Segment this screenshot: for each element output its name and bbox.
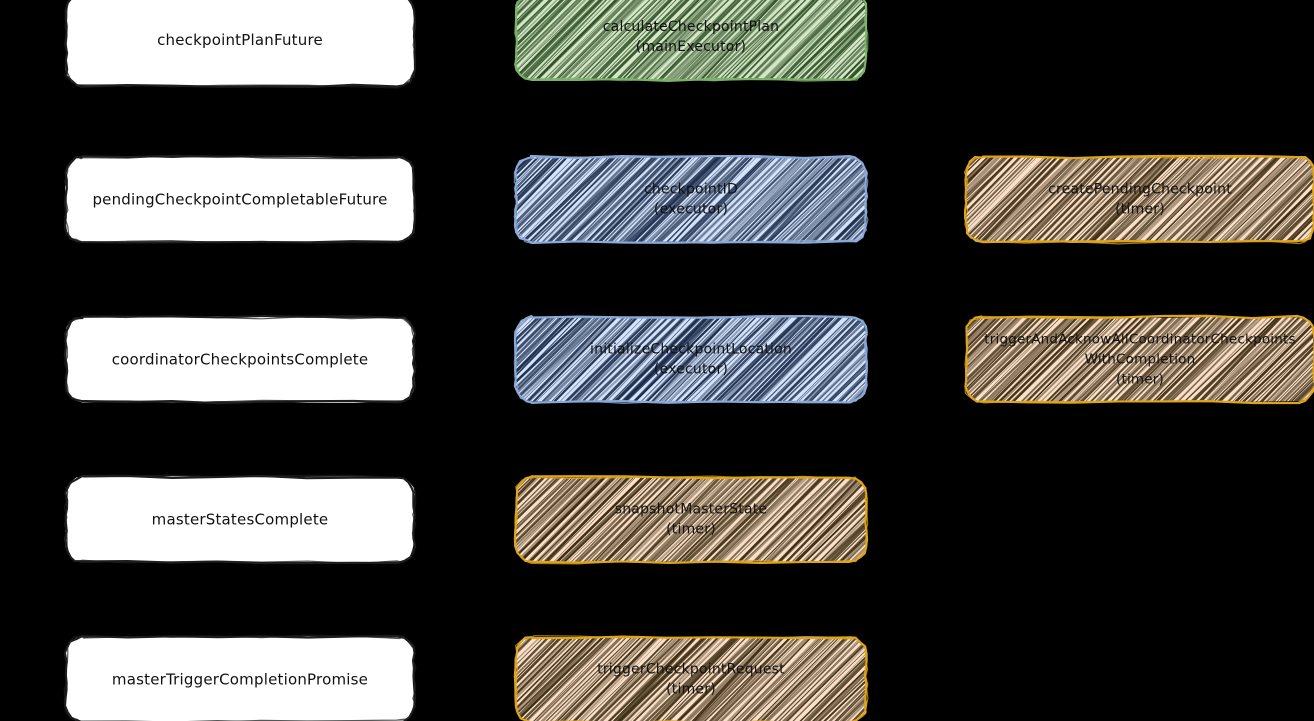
node-fill — [65, 156, 415, 243]
node-label: initializeCheckpointLocation(executor) — [590, 342, 792, 378]
node-border — [513, 635, 868, 721]
node-border-second-pass — [513, 315, 869, 404]
diagram-node[interactable]: calculateCheckpointPlan(mainExecutor) — [335, 0, 953, 86]
node-label: createPendingCheckpoint(timer) — [1048, 182, 1232, 218]
node-border — [514, 0, 868, 83]
diagram-node[interactable]: masterTriggerCompletionPromise — [63, 634, 417, 721]
node-hachure — [965, 316, 1314, 403]
diagram-node[interactable]: masterStatesComplete — [63, 474, 417, 565]
node-fill — [65, 0, 415, 87]
node-fill — [65, 476, 415, 563]
node-fill — [65, 316, 415, 403]
diagram-node[interactable]: triggerCheckpointRequest(timer) — [337, 631, 949, 721]
diagram-node[interactable]: checkpointID(executor) — [338, 151, 949, 248]
diagram-node[interactable]: snapshotMasterState(timer) — [337, 471, 947, 568]
node-border-second-pass — [515, 635, 869, 721]
diagram-node[interactable]: triggerAndAcknowAllCoordinatorCheckpoint… — [787, 311, 1314, 408]
node-border-second-pass — [963, 156, 1314, 245]
diagram-node[interactable]: createPendingCheckpoint(timer) — [787, 151, 1314, 248]
node-label: checkpointPlanFuture — [157, 31, 323, 49]
node-border-second-pass — [964, 314, 1314, 404]
node-label: masterTriggerCompletionPromise — [112, 670, 368, 688]
node-label: snapshotMasterState(timer) — [615, 502, 768, 538]
node-hachure — [515, 476, 867, 563]
node-border — [63, 314, 417, 405]
node-border-second-pass — [63, 154, 417, 244]
node-border-second-pass — [514, 0, 869, 82]
node-border-second-pass — [63, 634, 417, 721]
diagram-node[interactable]: coordinatorCheckpointsComplete — [63, 314, 417, 405]
nodes-layer: checkpointPlanFuture calculateCheckpointP… — [63, 0, 1314, 721]
node-label: triggerAndAcknowAllCoordinatorCheckpoint… — [984, 332, 1295, 388]
node-border-second-pass — [513, 155, 869, 244]
node-fill — [65, 636, 415, 721]
node-hachure — [515, 636, 867, 721]
node-label: triggerCheckpointRequest(timer) — [597, 662, 785, 698]
node-hachure — [965, 156, 1314, 243]
node-border-second-pass — [63, 315, 417, 404]
diagram-node[interactable]: checkpointPlanFuture — [64, 0, 417, 89]
node-hachure — [515, 316, 867, 403]
node-label: pendingCheckpointCompletableFuture — [92, 190, 387, 208]
node-label: calculateCheckpointPlan(mainExecutor) — [603, 19, 779, 55]
node-hachure — [515, 0, 867, 81]
node-label: coordinatorCheckpointsComplete — [112, 350, 369, 368]
node-border-second-pass — [64, 0, 416, 89]
node-label: checkpointID(executor) — [644, 182, 738, 218]
node-label: masterStatesComplete — [152, 510, 329, 528]
node-border-second-pass — [63, 474, 417, 565]
node-border-second-pass — [513, 475, 869, 565]
diagram-node[interactable]: pendingCheckpointCompletableFuture — [63, 154, 417, 244]
diagram-node[interactable]: initializeCheckpointLocation(executor) — [337, 311, 949, 408]
